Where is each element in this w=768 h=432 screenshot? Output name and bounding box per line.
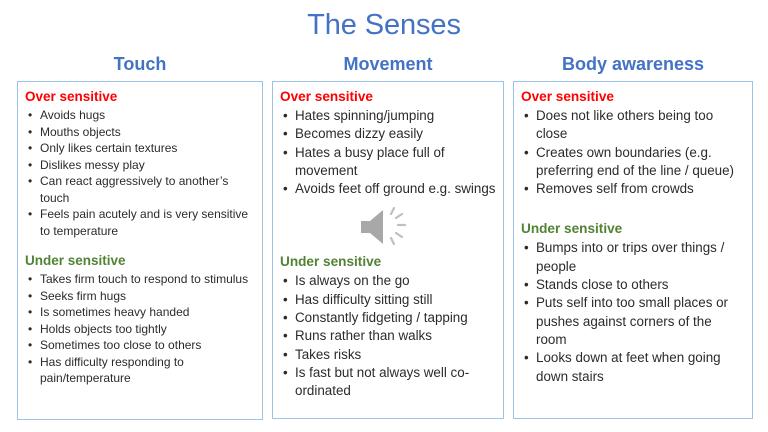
over-sensitive-heading-touch: Over sensitive [25,89,118,104]
list-item: Takes firm touch to respond to stimulus [25,271,255,288]
list-item: Looks down at feet when going down stair… [521,349,745,386]
list-item: Constantly fidgeting / tapping [280,309,496,328]
list-item: Avoids feet off ground e.g. swings [280,180,496,199]
section-spacer [521,198,745,220]
speaker-icon[interactable] [357,204,413,250]
list-item: Removes self from crowds [521,180,745,199]
list-item: Creates own boundaries (e.g. preferring … [521,144,745,181]
list-item: Hates a busy place full of movement [280,144,496,181]
list-item: Holds objects too tightly [25,321,255,338]
panel-movement: Over sensitive Hates spinning/jumping Be… [272,81,504,419]
section-spacer [25,239,255,252]
column-heading-body-awareness: Body awareness [561,54,705,74]
under-sensitive-heading-touch: Under sensitive [25,253,126,268]
column-heading-touch: Touch [113,54,167,74]
list-item: Puts self into too small places or pushe… [521,294,745,349]
under-sensitive-heading-body-awareness: Under sensitive [521,221,623,237]
list-item: Only likes certain textures [25,140,255,157]
list-item: Dislikes messy play [25,157,255,174]
column-heading-movement: Movement [343,54,433,74]
list-item: Stands close to others [521,276,745,295]
page-title: The Senses [307,9,461,41]
list-item: Hates spinning/jumping [280,107,496,126]
under-sensitive-heading-movement: Under sensitive [280,254,382,270]
list-item: Mouths objects [25,124,255,141]
list-item: Runs rather than walks [280,327,496,346]
over-sensitive-list-movement: Hates spinning/jumping Becomes dizzy eas… [280,107,496,199]
list-item: Is always on the go [280,272,496,291]
over-sensitive-list-body-awareness: Does not like others being too close Cre… [521,107,745,199]
over-sensitive-heading-body-awareness: Over sensitive [521,89,614,104]
panel-body-awareness: Over sensitive Does not like others bein… [513,81,753,419]
list-item: Sometimes too close to others [25,337,255,354]
list-item: Seeks firm hugs [25,288,255,305]
list-item: Takes risks [280,346,496,365]
under-sensitive-list-touch: Takes firm touch to respond to stimulus … [25,271,255,387]
list-item: Is fast but not always well co-ordinated [280,364,496,401]
list-item: Is sometimes heavy handed [25,304,255,321]
list-item: Bumps into or trips over things / people [521,239,745,276]
panel-touch: Over sensitive Avoids hugs Mouths object… [17,81,263,420]
list-item: Does not like others being too close [521,107,745,144]
over-sensitive-list-touch: Avoids hugs Mouths objects Only likes ce… [25,107,255,239]
over-sensitive-heading-movement: Over sensitive [280,89,373,104]
list-item: Has difficulty responding to pain/temper… [25,354,255,387]
list-item: Feels pain acutely and is very sensitive… [25,206,255,239]
list-item: Has difficulty sitting still [280,291,496,310]
list-item: Can react aggressively to another’s touc… [25,173,255,206]
list-item: Becomes dizzy easily [280,125,496,144]
under-sensitive-list-body-awareness: Bumps into or trips over things / people… [521,239,745,385]
list-item: Avoids hugs [25,107,255,124]
under-sensitive-list-movement: Is always on the go Has difficulty sitti… [280,272,496,400]
